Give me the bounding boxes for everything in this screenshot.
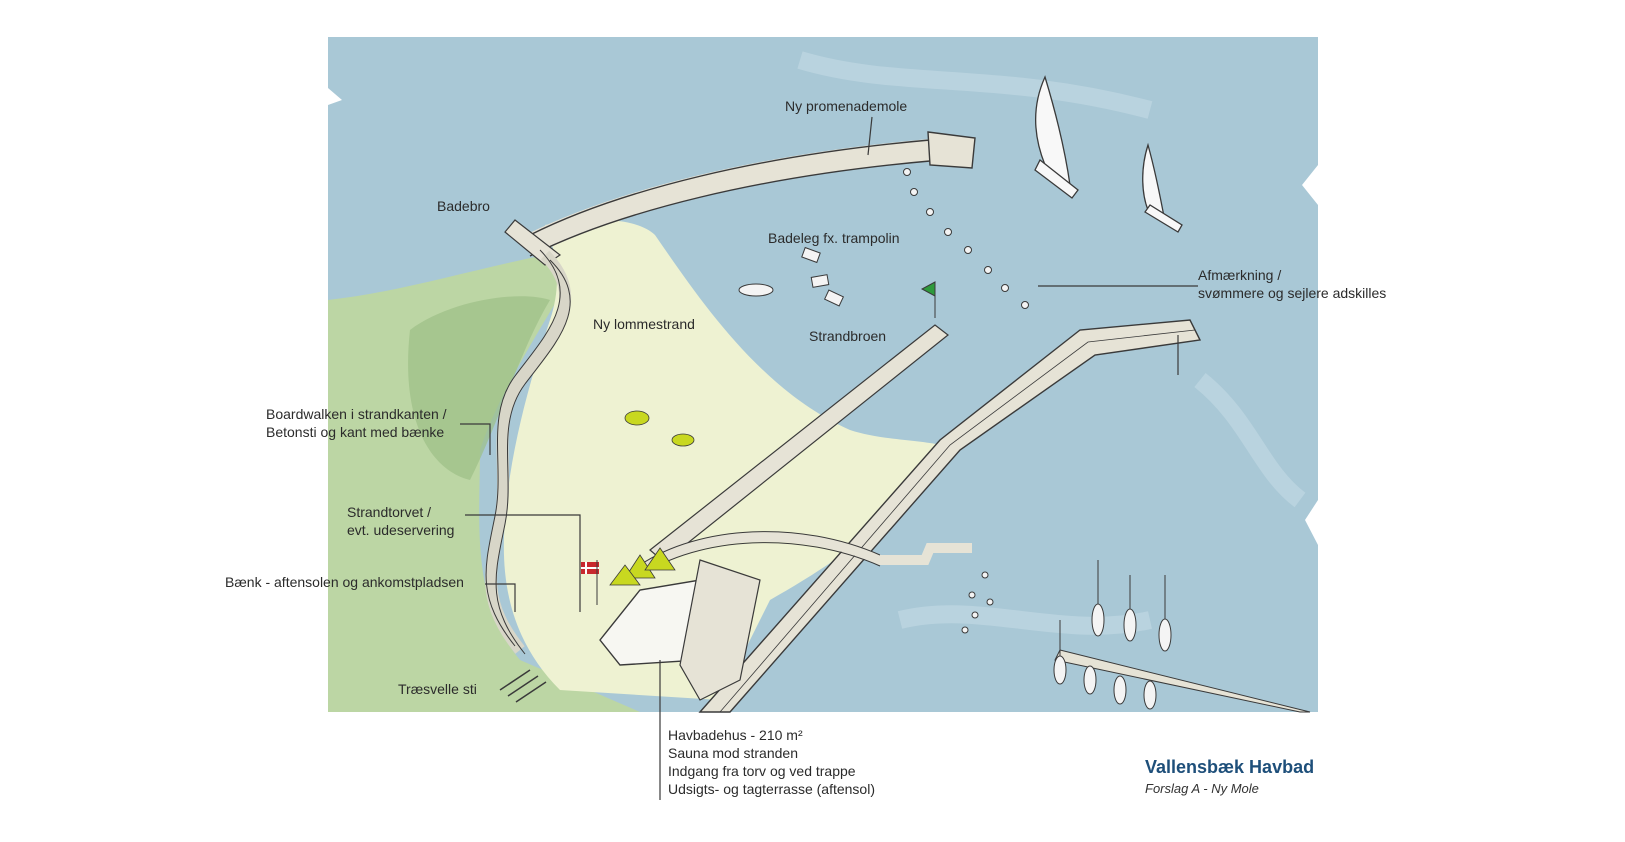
- building-terrace: [679, 559, 761, 701]
- label-strandbroen: Strandbroen: [809, 328, 887, 344]
- play-trampolines: [738, 246, 845, 307]
- plan-title: Vallensbæk Havbad: [1145, 757, 1315, 777]
- sailboat-large: [1034, 75, 1079, 199]
- harbour-walkway: [637, 531, 972, 575]
- label-badebro: Badebro: [437, 198, 490, 214]
- moored-boats: [1053, 603, 1172, 710]
- label-baenk: Bænk - aftensolen og ankomstpladsen: [225, 574, 464, 590]
- plan-subtitle: Forslag A - Ny Mole: [1145, 781, 1259, 796]
- beach-area: [503, 219, 940, 700]
- mole-head: [927, 131, 976, 169]
- label-lommestrand: Ny lommestrand: [593, 316, 695, 332]
- label-promenademole: Ny promenademole: [785, 98, 908, 114]
- separation-buoys: [903, 168, 1029, 634]
- beach-umbrellas: [609, 410, 695, 586]
- traesvelle-steps: [499, 669, 547, 703]
- label-traesvelle: Træsvelle sti: [398, 681, 477, 697]
- promenade-mole: [525, 139, 931, 255]
- label-badeleg: Badeleg fx. trampolin: [768, 230, 900, 246]
- green-flag: [920, 281, 936, 318]
- label-boardwalk: Boardwalken i strandkanten / Betonsti og…: [266, 406, 447, 440]
- vegetation-dark: [408, 296, 550, 480]
- sailboat-small: [1142, 142, 1183, 233]
- label-strandtorvet: Strandtorvet / evt. udeservering: [347, 504, 455, 538]
- water-texture: [797, 51, 1306, 635]
- marina-pier: [1054, 649, 1311, 713]
- leader-lines: [460, 116, 1198, 800]
- label-havbadehus: Havbadehus - 210 m² Sauna mod stranden I…: [668, 727, 875, 797]
- label-afmaerkning: Afmærkning / svømmere og sejlere adskill…: [1198, 267, 1387, 301]
- vegetation-area: [328, 255, 640, 712]
- breakwater-mole: [698, 319, 1202, 713]
